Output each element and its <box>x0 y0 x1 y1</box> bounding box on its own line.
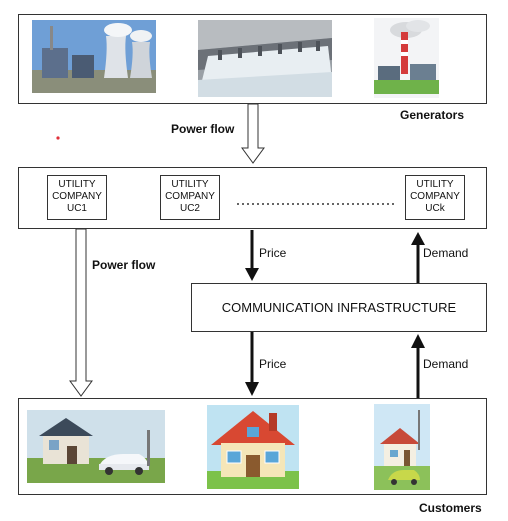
power-flow-label-top: Power flow <box>171 122 235 136</box>
customers-label: Customers <box>419 501 482 515</box>
communication-infrastructure-box[interactable]: COMMUNICATION INFRASTRUCTURE <box>191 283 487 332</box>
price-arrow-upper-head <box>245 268 259 281</box>
price-label-upper: Price <box>259 246 287 260</box>
demand-label-lower: Demand <box>423 357 469 371</box>
demand-arrow-lower-head <box>411 334 425 348</box>
price-arrow-lower-head <box>245 382 259 396</box>
demand-arrow-upper-head <box>411 232 425 245</box>
customers-panel <box>18 398 487 495</box>
power-flow-arrow-left <box>69 228 93 397</box>
price-label-lower: Price <box>259 357 287 371</box>
communication-infrastructure-label: COMMUNICATION INFRASTRUCTURE <box>221 300 457 315</box>
generators-label: Generators <box>400 108 465 122</box>
power-flow-arrow-top <box>241 103 265 164</box>
generators-panel <box>18 14 487 104</box>
demand-label-upper: Demand <box>423 246 469 260</box>
power-flow-label-left: Power flow <box>92 258 156 272</box>
